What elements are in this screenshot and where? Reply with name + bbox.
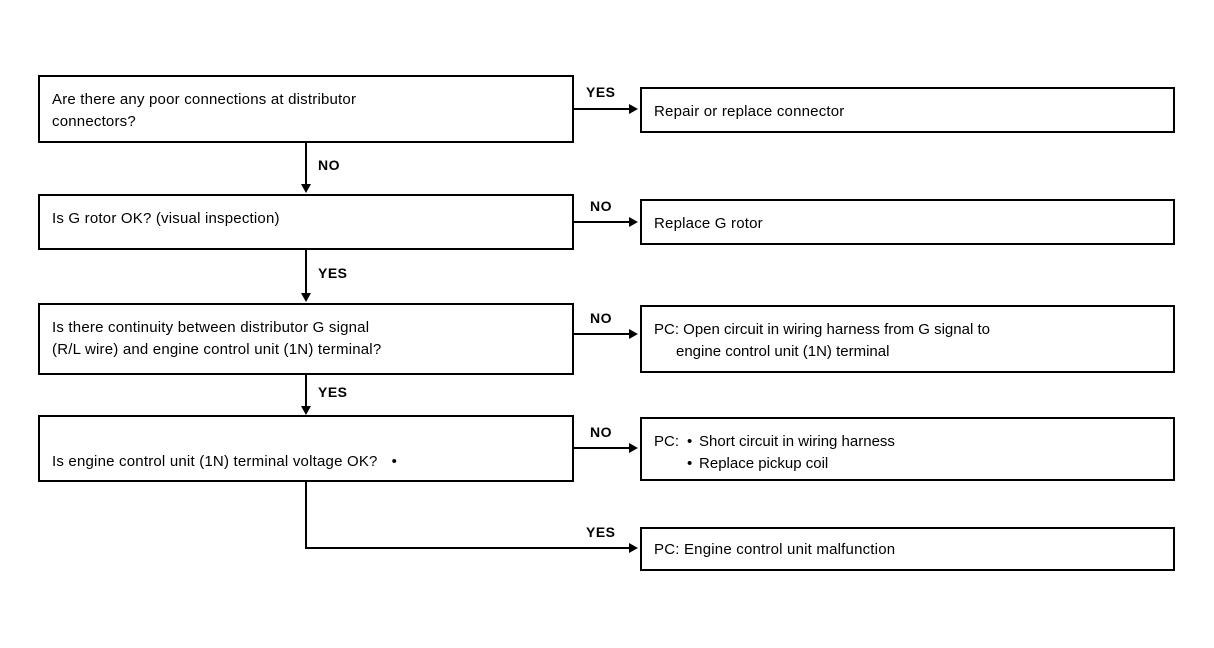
list-item: Short circuit in wiring harness: [687, 431, 895, 453]
outcome-box-4-prefix: PC:: [654, 433, 680, 450]
outcome-box-3-line1: PC: Open circuit in wiring harness from …: [654, 321, 990, 338]
outcome-box-5[interactable]: PC: Engine control unit malfunction: [640, 527, 1175, 571]
outcome-box-3-text: PC: Open circuit in wiring harness from …: [654, 319, 1165, 363]
outcome-box-2-text: Replace G rotor: [654, 215, 763, 232]
edge-label-q1-yes: YES: [586, 84, 616, 100]
connector-q2-no-line: [574, 221, 631, 223]
edge-label-q3-yes: YES: [318, 384, 348, 400]
outcome-box-4-text: PC: Short circuit in wiring harness Repl…: [654, 431, 895, 475]
connector-q4-no-line: [574, 447, 631, 449]
connector-q3-no-arrow-icon: [629, 329, 638, 339]
outcome-box-2[interactable]: Replace G rotor: [640, 199, 1175, 245]
edge-label-q3-no: NO: [590, 310, 612, 326]
outcome-box-1[interactable]: Repair or replace connector: [640, 87, 1175, 133]
connector-q4-yes-vertical: [305, 482, 307, 549]
question-box-4[interactable]: Is engine control unit (1N) terminal vol…: [38, 415, 574, 482]
connector-q2-yes-line: [305, 250, 307, 294]
edge-label-q2-no: NO: [590, 198, 612, 214]
outcome-box-5-text: PC: Engine control unit malfunction: [654, 541, 896, 558]
connector-q3-yes-line: [305, 375, 307, 407]
edge-label-q4-no: NO: [590, 424, 612, 440]
outcome-box-1-text: Repair or replace connector: [654, 103, 845, 120]
outcome-box-3[interactable]: PC: Open circuit in wiring harness from …: [640, 305, 1175, 373]
outcome-box-3-line2: engine control unit (1N) terminal: [676, 343, 890, 360]
connector-q3-no-line: [574, 333, 631, 335]
question-box-3-text: Is there continuity between distributor …: [52, 319, 382, 358]
question-box-1-text: Are there any poor connections at distri…: [52, 91, 357, 130]
edge-label-q1-no: NO: [318, 157, 340, 173]
question-box-3[interactable]: Is there continuity between distributor …: [38, 303, 574, 375]
list-item: Replace pickup coil: [687, 453, 895, 475]
connector-q4-no-arrow-icon: [629, 443, 638, 453]
connector-q2-yes-arrow-icon: [301, 293, 311, 302]
connector-q1-no-line: [305, 143, 307, 185]
connector-q1-yes-arrow-icon: [629, 104, 638, 114]
connector-q3-yes-arrow-icon: [301, 406, 311, 415]
connector-q4-yes-arrow-icon: [629, 543, 638, 553]
outcome-box-4-list: Short circuit in wiring harness Replace …: [687, 431, 895, 475]
edge-label-q2-yes: YES: [318, 265, 348, 281]
question-box-2-text: Is G rotor OK? (visual inspection): [52, 210, 280, 227]
edge-label-q4-yes: YES: [586, 524, 616, 540]
outcome-box-4[interactable]: PC: Short circuit in wiring harness Repl…: [640, 417, 1175, 481]
connector-q1-no-arrow-icon: [301, 184, 311, 193]
question-box-4-label: Is engine control unit (1N) terminal vol…: [52, 453, 378, 470]
question-box-2[interactable]: Is G rotor OK? (visual inspection): [38, 194, 574, 250]
connector-q4-yes-horizontal: [305, 547, 631, 549]
question-box-4-text: Is engine control unit (1N) terminal vol…: [52, 429, 564, 473]
footnote-mark-icon: •: [391, 453, 398, 470]
question-box-1[interactable]: Are there any poor connections at distri…: [38, 75, 574, 143]
connector-q1-yes-line: [574, 108, 631, 110]
connector-q2-no-arrow-icon: [629, 217, 638, 227]
